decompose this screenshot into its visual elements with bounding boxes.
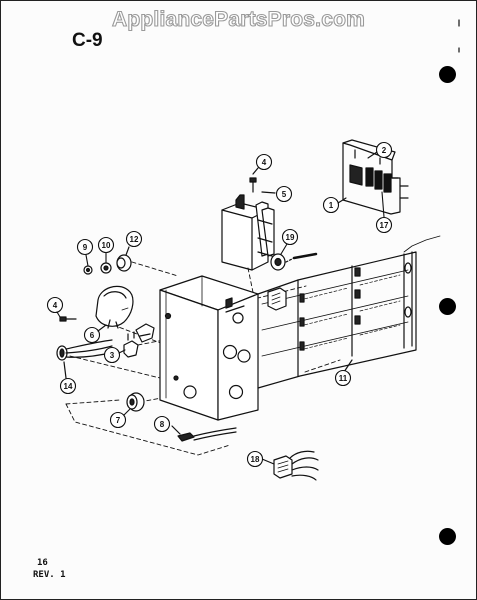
callout-12: 12	[130, 235, 139, 244]
binder-hole-top	[439, 66, 456, 83]
relay-bracket-assembly	[342, 139, 409, 215]
callout-bubbles	[46, 141, 393, 468]
watermark: AppliancePartsPros.com	[111, 7, 365, 31]
bushing-with-bolt	[270, 252, 318, 271]
binder-hole-bottom	[439, 528, 456, 545]
callout-14: 14	[64, 382, 73, 391]
grommet	[116, 246, 132, 272]
revision-label: REV. 1	[33, 570, 66, 580]
callout-11: 11	[339, 374, 348, 383]
assembly-leader-lines	[65, 261, 341, 456]
callout-labels: 1 2 17 4 5 19 9 10 12 4 6 3 14 7 8 11 18	[53, 146, 389, 464]
callout-7: 7	[116, 416, 121, 425]
limit-switch	[95, 285, 134, 329]
callout-19: 19	[286, 233, 295, 242]
callout-18: 18	[251, 455, 260, 464]
control-box	[159, 275, 259, 421]
contactor	[221, 191, 276, 271]
callout-4-top: 4	[262, 158, 267, 167]
heater-element-assembly	[257, 235, 441, 389]
callout-3: 3	[110, 351, 115, 360]
callout-10: 10	[102, 241, 111, 250]
screw-top	[249, 167, 259, 193]
wiring-plug	[261, 450, 319, 481]
callout-8: 8	[160, 420, 165, 429]
page-number: 16	[37, 558, 48, 568]
screw-left	[59, 316, 77, 322]
callout-2: 2	[382, 146, 387, 155]
bushing-bottom	[126, 392, 145, 412]
callout-6: 6	[90, 331, 95, 340]
lead-wire	[171, 425, 237, 442]
connector	[123, 323, 155, 358]
callout-9: 9	[83, 243, 88, 252]
callout-4-left: 4	[53, 301, 58, 310]
callout-17: 17	[380, 221, 389, 230]
callout-1: 1	[329, 201, 334, 210]
callout-5: 5	[282, 190, 287, 199]
page-title: C-9	[72, 30, 103, 51]
binder-hole-middle	[439, 298, 456, 315]
